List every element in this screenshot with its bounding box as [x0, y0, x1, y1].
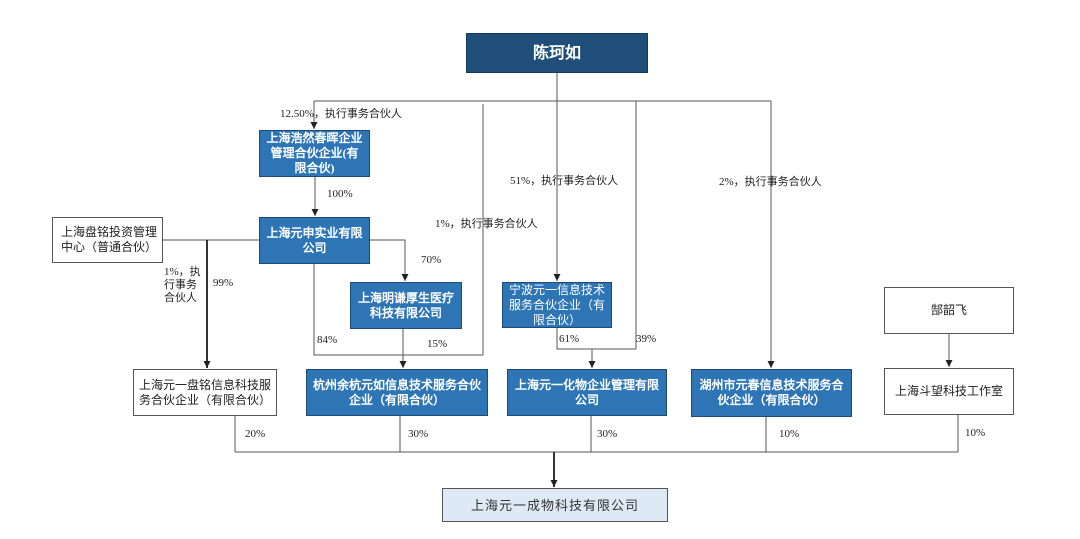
node-label-line: 企业（有限合伙） [348, 392, 445, 407]
edge-label-douwang-target: 10% [965, 427, 986, 439]
edge-label-line: 1%，执 [164, 266, 201, 278]
node-label-line: 管理合伙企业(有 [270, 146, 359, 160]
node-chen-keru: 陈珂如 [466, 33, 648, 73]
edge-label-hangzhou-target: 30% [408, 428, 429, 440]
node-label-line: 中心（普通合伙） [61, 240, 158, 254]
node-label-line: 上海元申实业有限 [266, 225, 363, 240]
node-label-line: 限合伙） [532, 312, 581, 327]
edge-label-yuanshen-mingqian: 70% [421, 254, 442, 266]
node-label-line: 公司 [302, 240, 327, 255]
node-yuanshen-industrial: 上海元申实业有限 公司 [259, 217, 370, 264]
node-label-line: 上海元一成物科技有限公司 [470, 497, 639, 513]
node-gao-shaofei: 郜韶飞 [884, 287, 1014, 334]
node-label-line: 宁波元一信息技术 [508, 282, 605, 297]
edge-label-mingqian-hangzhou: 15% [427, 338, 448, 350]
node-label-line: 上海浩然春晖企业 [266, 131, 363, 145]
node-label: 陈珂如 [532, 44, 581, 62]
node-mingqian-housheng: 上海明谦厚生医疗 科技有限公司 [350, 282, 462, 329]
node-panming-investment-center: 上海盘铭投资管理 中心（普通合伙） [52, 217, 163, 263]
edge-label-yuanyi-panming-target: 20% [245, 428, 266, 440]
edge-label-line: 行事务 [164, 279, 197, 291]
edge-label-chen-huzhou: 2%，执行事务合伙人 [719, 176, 822, 188]
node-yuanyi-panming: 上海元一盘铭信息科技服 务合伙企业（有限合伙） [133, 369, 277, 416]
edge-label-line: 合伙人 [164, 292, 197, 304]
node-ningbo-yuanyi: 宁波元一信息技术 服务合伙企业（有 限合伙） [502, 282, 612, 328]
node-label-line: 限合伙) [294, 161, 335, 175]
edge-label-huawu-target: 30% [597, 428, 618, 440]
edge-label-yuanshen-yuanyi-panming: 99% [213, 277, 234, 289]
node-douwang-studio: 上海斗望科技工作室 [884, 368, 1014, 415]
node-label-line: 公司 [574, 392, 599, 407]
node-label-line: 务合伙企业（有限合伙） [138, 392, 271, 407]
node-label-line: 湖州市元春信息技术服务合 [699, 378, 844, 392]
edge-label-huzhou-target: 10% [779, 428, 800, 440]
node-label-line: 杭州余杭元如信息技术服务合伙 [312, 377, 481, 392]
node-label-line: 上海盘铭投资管理 [61, 225, 158, 239]
edge-label-ningbo-huawu: 61% [559, 333, 580, 345]
node-label-line: 上海元一化物企业管理有限 [514, 377, 659, 392]
node-haoran-chunhui: 上海浩然春晖企业 管理合伙企业(有 限合伙) [259, 130, 370, 177]
edge-label-yuanshen-hangzhou: 84% [317, 334, 338, 346]
node-label-line: 上海斗望科技工作室 [894, 384, 1003, 398]
edge-label-chen-hangzhou: 1%，执行事务合伙人 [435, 218, 538, 230]
node-hangzhou-yuhang-yuanru: 杭州余杭元如信息技术服务合伙 企业（有限合伙） [306, 369, 488, 416]
node-yuanyi-huawu: 上海元一化物企业管理有限 公司 [507, 369, 667, 416]
node-label-line: 上海明谦厚生医疗 [357, 290, 454, 305]
node-label-line: 服务合伙企业（有 [508, 297, 605, 312]
edge-label-chen-huawu: 39% [636, 333, 657, 345]
edge-label-chen-haoran: 12.50%，执行事务合伙人 [280, 108, 402, 120]
edge-label-panming-center-yuanyi-panming: 1%，执 行事务 合伙人 [164, 266, 201, 305]
line-yuanshen-to-mingqian [370, 239, 409, 281]
node-huzhou-yuanchun: 湖州市元春信息技术服务合 伙企业（有限合伙） [691, 369, 852, 417]
node-label-line: 伙企业（有限合伙） [717, 393, 826, 407]
node-label-line: 科技有限公司 [369, 305, 442, 320]
edge-label-haoran-yuanshen: 100% [327, 188, 353, 200]
node-label-line: 上海元一盘铭信息科技服 [138, 377, 271, 392]
edge-label-chen-ningbo: 51%，执行事务合伙人 [510, 175, 619, 187]
node-target-yuanyi-chengwu: 上海元一成物科技有限公司 [442, 488, 668, 522]
node-label-line: 郜韶飞 [930, 303, 967, 317]
